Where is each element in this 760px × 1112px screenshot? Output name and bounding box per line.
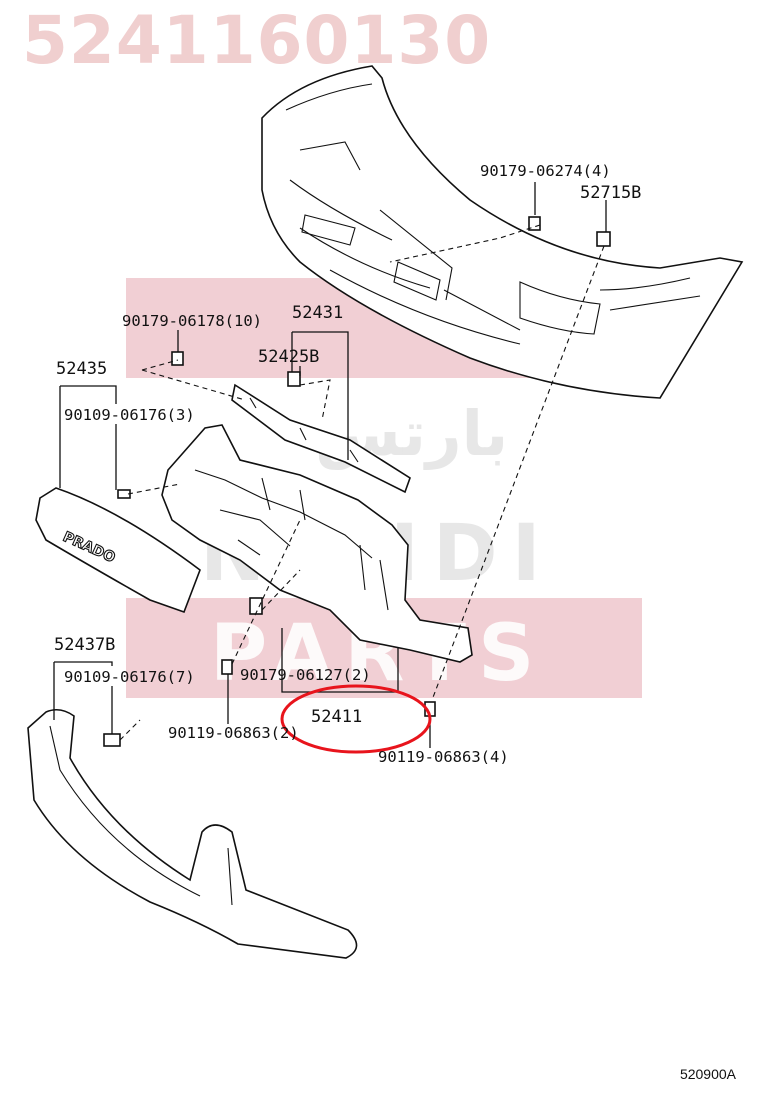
clip-90179-06274 bbox=[528, 216, 541, 231]
screw-garnish bbox=[103, 733, 121, 747]
bolt-90119-left bbox=[221, 659, 233, 675]
nut-90179-06178 bbox=[171, 351, 184, 366]
label-90109-06176-3: 90109-06176(3) bbox=[64, 406, 195, 424]
highlight-circle bbox=[280, 684, 432, 754]
part-number-watermark: 5241160130 bbox=[22, 2, 492, 79]
bumper-bracket bbox=[231, 383, 411, 494]
leader-lines bbox=[53, 182, 607, 748]
label-90109-06176-7: 90109-06176(7) bbox=[64, 668, 195, 686]
label-90179-06274: 90179-06274(4) bbox=[480, 162, 611, 180]
label-90179-06178: 90179-06178(10) bbox=[122, 312, 262, 330]
bumper-reinforcement bbox=[161, 424, 473, 663]
front-bumper bbox=[261, 65, 744, 399]
label-52431: 52431 bbox=[292, 303, 343, 323]
label-52411: 52411 bbox=[311, 707, 362, 727]
label-52715b: 52715B bbox=[580, 183, 641, 203]
assembly-lines bbox=[119, 224, 605, 741]
label-52437b: 52437B bbox=[54, 635, 115, 655]
clip-52715b bbox=[596, 231, 611, 247]
clip-52425b bbox=[287, 371, 301, 387]
label-52425b: 52425B bbox=[258, 347, 319, 367]
label-90119-06863-4: 90119-06863(4) bbox=[378, 748, 509, 766]
label-52435: 52435 bbox=[56, 359, 107, 379]
lower-garnish bbox=[27, 708, 358, 959]
label-90119-06863-2: 90119-06863(2) bbox=[168, 724, 299, 742]
diagram-ref-code: 520900A bbox=[679, 1066, 736, 1082]
fasteners bbox=[103, 216, 611, 747]
nut-90179-06127 bbox=[249, 597, 263, 615]
label-90179-06127: 90179-06127(2) bbox=[240, 666, 371, 684]
